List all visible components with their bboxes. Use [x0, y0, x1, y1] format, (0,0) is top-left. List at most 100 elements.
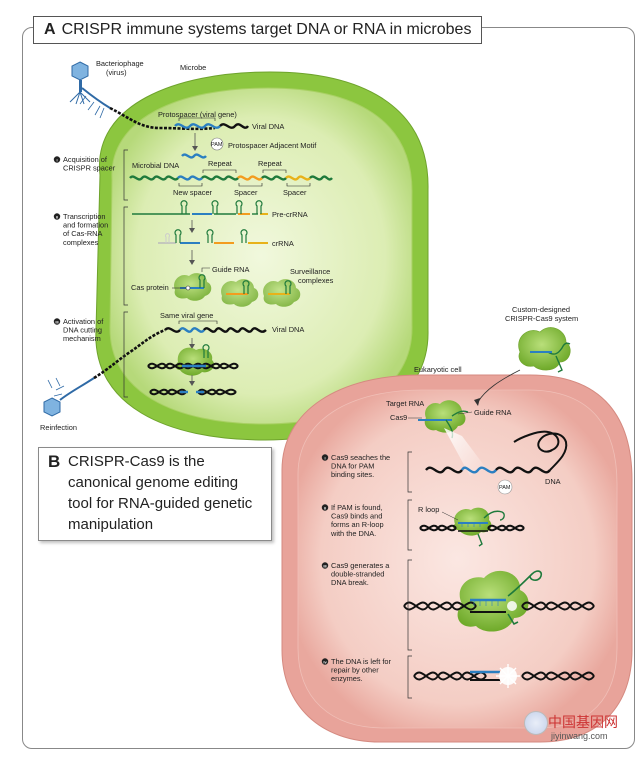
viral-dna-strand — [109, 106, 216, 131]
label-repeat-1: Repeat — [208, 159, 232, 168]
reinfection-phage-icon — [43, 377, 95, 417]
microbe-step-number: i — [56, 158, 57, 163]
label-repeat-2: Repeat — [258, 159, 282, 168]
microbe-step-text: and formation — [63, 221, 108, 230]
label-microbe: Microbe — [180, 63, 206, 72]
protospacer-dna — [174, 117, 249, 151]
cell-step-text: forms an R-loop — [331, 520, 384, 529]
microbe-step-text: Acquisition of — [63, 155, 108, 164]
custom-cas9-complex — [518, 327, 571, 373]
label-surveillance-1: Surveillance — [290, 267, 330, 276]
r-loop-complex — [419, 507, 525, 547]
microbe-step-text: of Cas-RNA — [63, 229, 102, 238]
label-cas9: Cas9 — [390, 413, 407, 422]
label-crrna: crRNA — [272, 239, 294, 248]
cell-step-number: ii — [324, 506, 326, 511]
pre-crrna — [132, 200, 268, 233]
microbe-cell — [95, 71, 429, 441]
label-new-spacer: New spacer — [173, 188, 213, 197]
cell-step-text: Cas9 generates a — [331, 561, 390, 570]
label-pam: PAM — [211, 142, 223, 148]
cas-complexes — [172, 267, 301, 307]
microbe-step-text: Activation of — [63, 317, 104, 326]
label-virus: (virus) — [106, 68, 127, 77]
cell-step-text: DNA break. — [331, 578, 369, 587]
panel-a-title-text: CRISPR immune systems target DNA or RNA … — [61, 21, 472, 38]
label-target-rna: Target RNA — [386, 399, 424, 408]
cell-step-number: i — [324, 456, 325, 461]
microbe-step-badge-icon — [53, 156, 61, 163]
phage-fibers-icon — [79, 95, 105, 119]
label-cas-protein: Cas protein — [131, 283, 169, 292]
panel-a-title: A CRISPR immune systems target DNA or RNA… — [33, 16, 483, 44]
reinfection-dna-strand — [93, 328, 166, 380]
cut-dna — [413, 664, 595, 688]
cell-step-brackets — [407, 451, 412, 699]
label-spacer-2: Spacer — [283, 188, 307, 197]
label-custom-1: Custom-designed — [512, 305, 570, 314]
microbe-labels: Bacteriophage (virus) Microbe Reinfectio… — [40, 59, 334, 432]
cell-step-text: The DNA is left for — [331, 657, 392, 666]
cell-step-text: Cas9 seaches the — [331, 453, 390, 462]
label-custom-2: CRISPR-Cas9 system — [505, 314, 578, 323]
label-same-viral-gene: Same viral gene — [160, 311, 213, 320]
cell-step-badge-icon — [321, 454, 329, 461]
dsb-complex — [403, 570, 595, 632]
microbe-step-text: mechanism — [63, 334, 101, 343]
bacteriophage-icon — [69, 61, 111, 109]
label-guide-rna: Guide RNA — [212, 265, 249, 274]
microbe-step-text: CRISPR spacer — [63, 164, 116, 173]
label-cell-guide-rna: Guide RNA — [474, 408, 511, 417]
microbial-dna-array — [129, 169, 333, 187]
panel-b-letter: B — [48, 452, 61, 471]
label-pam-full: Protospacer Adjacent Motif — [228, 141, 317, 150]
microbe-step-number: iii — [55, 320, 58, 325]
cell-step-number: iv — [323, 660, 327, 665]
cas-bound-dna — [147, 344, 239, 386]
label-pre-crrna: Pre-crRNA — [272, 210, 308, 219]
label-reinfection: Reinfection — [40, 423, 77, 432]
watermark-logo-icon — [524, 711, 548, 735]
panel-b-title: CRISPR-Cas9 is the canonical genome edit… — [68, 453, 253, 533]
eukaryotic-cell — [281, 374, 633, 743]
microbe-step-text: DNA cutting — [63, 326, 102, 335]
microbe-step-text: Transcription — [63, 212, 105, 221]
crrna — [158, 229, 268, 265]
search-dna — [425, 430, 568, 495]
microbe-step-badge-icon — [53, 213, 61, 220]
target-viral-dna — [164, 320, 267, 349]
watermark-cn: 中国基因网 — [548, 714, 618, 730]
step-brackets — [123, 149, 128, 398]
label-eukaryotic: Eukaryotic cell — [414, 365, 462, 374]
label-bacteriophage: Bacteriophage — [96, 59, 144, 68]
microbe-step-badge-icon — [53, 318, 61, 325]
label-viral-dna-2: Viral DNA — [272, 325, 304, 334]
cell-step-number: iii — [323, 564, 326, 569]
cut-viral-dna — [149, 388, 237, 396]
label-r-loop: R loop — [418, 505, 439, 514]
label-surveillance-2: complexes — [298, 276, 334, 285]
watermark-url: jiyinwang.com — [551, 731, 608, 741]
search-beam — [444, 428, 486, 476]
panel-a-letter: A — [44, 21, 56, 38]
cell-step-text: enzymes. — [331, 674, 363, 683]
cas9-target-complex — [408, 400, 473, 439]
microbe-step-text: complexes — [63, 238, 99, 247]
cell-step-text: repair by other — [331, 666, 379, 675]
label-dna: DNA — [545, 477, 561, 486]
cell-step-badge-icon — [321, 658, 329, 665]
cell-step-text: DNA for PAM — [331, 462, 374, 471]
microbe-step-number: ii — [56, 215, 58, 220]
label-protospacer: Protospacer (viral gene) — [158, 110, 237, 119]
label-cell-pam: PAM — [499, 485, 511, 491]
cell-step-text: If PAM is found, — [331, 503, 383, 512]
label-viral-dna-1: Viral DNA — [252, 122, 284, 131]
label-microbial-dna: Microbial DNA — [132, 161, 179, 170]
cell-step-text: with the DNA. — [330, 529, 376, 538]
cell-step-badge-icon — [321, 562, 329, 569]
cell-step-text: Cas9 binds and — [331, 512, 382, 521]
delivery-arrow — [477, 369, 521, 403]
